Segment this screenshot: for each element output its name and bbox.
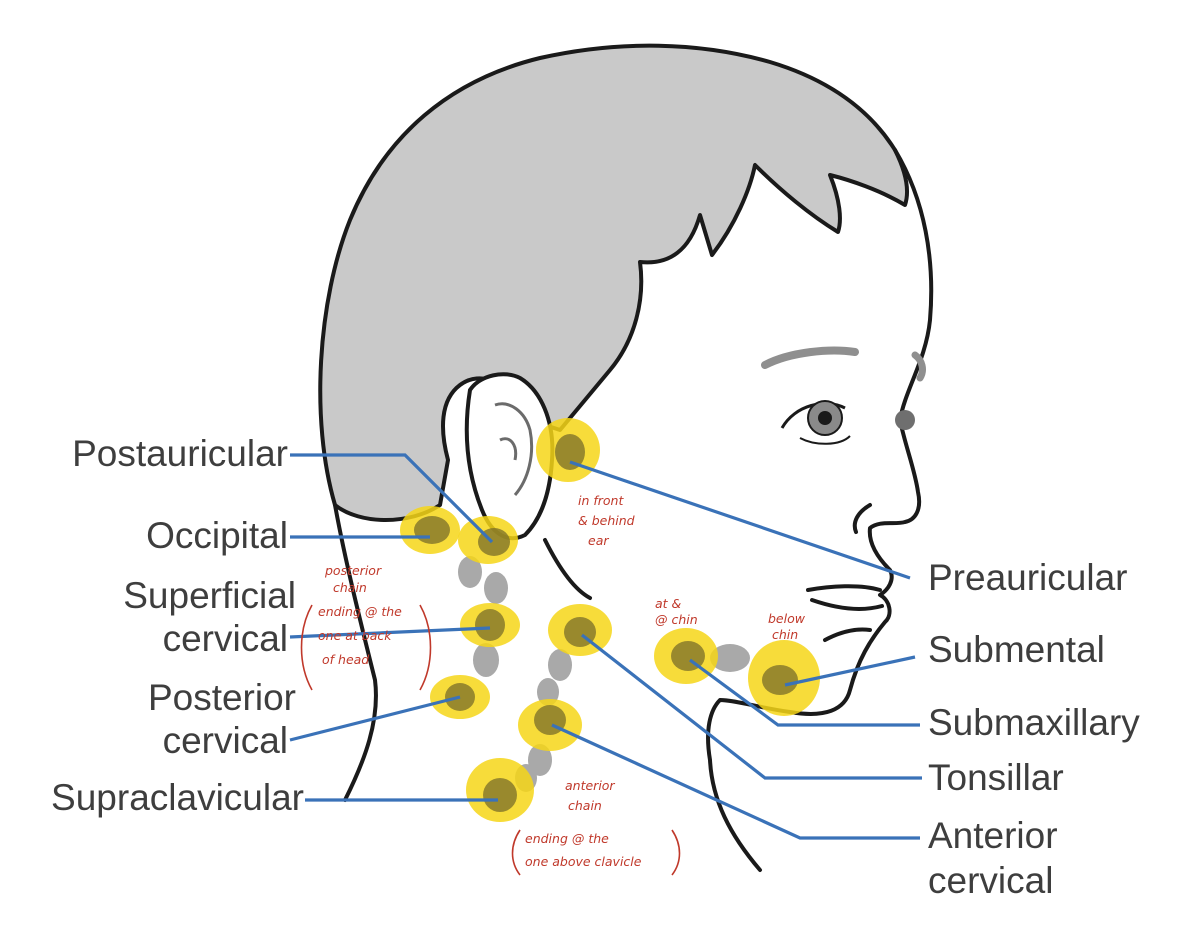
chin-note: at & @ chin [655,596,698,627]
gray-node [484,572,508,604]
lips [806,584,884,642]
anterior-cervical-leader [551,723,920,840]
gray-node [458,556,482,588]
svg-text:anterior: anterior [565,778,615,793]
svg-text:ending @ the: ending @ the [318,604,402,619]
eye [780,400,915,445]
eyebrow [761,346,859,369]
label-posterior-cervical-2: cervical [163,720,288,761]
svg-text:chain: chain [568,798,602,813]
postauricular-leader [290,453,494,544]
svg-text:chin: chin [772,627,798,642]
anterior-note-bracket-left [511,829,521,876]
gray-node [528,744,552,776]
svg-text:below: below [768,611,806,626]
leader-lines [289,453,922,840]
nose-detail [852,503,872,534]
posterior-note-bracket-left [300,604,313,691]
svg-text:@ chin: @ chin [655,612,698,627]
submaxillary-leader [689,658,920,727]
anterior-chain-note: anterior chain ending @ the one above cl… [511,778,681,876]
handwritten-notes: in front & behind ear posterior chain en… [300,493,806,876]
superficial-cervical-leader [289,626,491,639]
svg-text:chain: chain [333,580,367,595]
label-supraclavicular: Supraclavicular [51,777,304,818]
svg-text:at &: at & [655,596,682,611]
gray-node [548,649,572,681]
labels: Postauricular Occipital Superficial cerv… [51,433,1140,901]
below-chin-note: below chin [768,611,806,642]
svg-text:of head: of head [322,652,369,667]
label-postauricular: Postauricular [72,433,288,474]
label-submaxillary: Submaxillary [928,702,1140,743]
ear [464,372,555,541]
posterior-note-bracket-right [419,604,432,691]
label-anterior-cervical-1: Anterior [928,815,1058,856]
neck-back-outline [333,503,378,802]
gray-node [710,644,750,672]
label-superficial-cervical-1: Superficial [123,575,296,616]
hair [318,43,909,522]
label-superficial-cervical-2: cervical [163,618,288,659]
anterior-note-bracket-right [671,829,681,876]
gray-node [537,678,559,706]
face-profile [706,148,934,872]
gray-node [473,643,499,677]
label-posterior-cervical-1: Posterior [148,677,296,718]
submental-leader [784,655,916,687]
label-preauricular: Preauricular [928,557,1127,598]
label-occipital: Occipital [146,515,288,556]
posterior-chain-note: posterior chain ending @ the one at back… [300,563,432,691]
svg-text:ending @ the: ending @ the [525,831,609,846]
head-illustration [318,43,934,872]
label-submental: Submental [928,629,1105,670]
preauricular-note: in front & behind ear [578,493,635,548]
posterior-chain-nodes [458,556,508,677]
tonsillar-leader [581,633,922,780]
highlighted-nodes [400,418,820,822]
svg-text:ear: ear [588,533,609,548]
svg-text:one above clavicle: one above clavicle [525,854,642,869]
svg-text:& behind: & behind [578,513,635,528]
label-anterior-cervical-2: cervical [928,860,1053,901]
svg-text:one at back: one at back [318,628,392,643]
jaw-line [543,538,592,600]
preauricular-leader [569,460,911,580]
label-tonsillar: Tonsillar [928,757,1064,798]
svg-text:in front: in front [578,493,624,508]
posterior-cervical-leader [289,695,461,742]
svg-text:posterior: posterior [324,563,382,578]
